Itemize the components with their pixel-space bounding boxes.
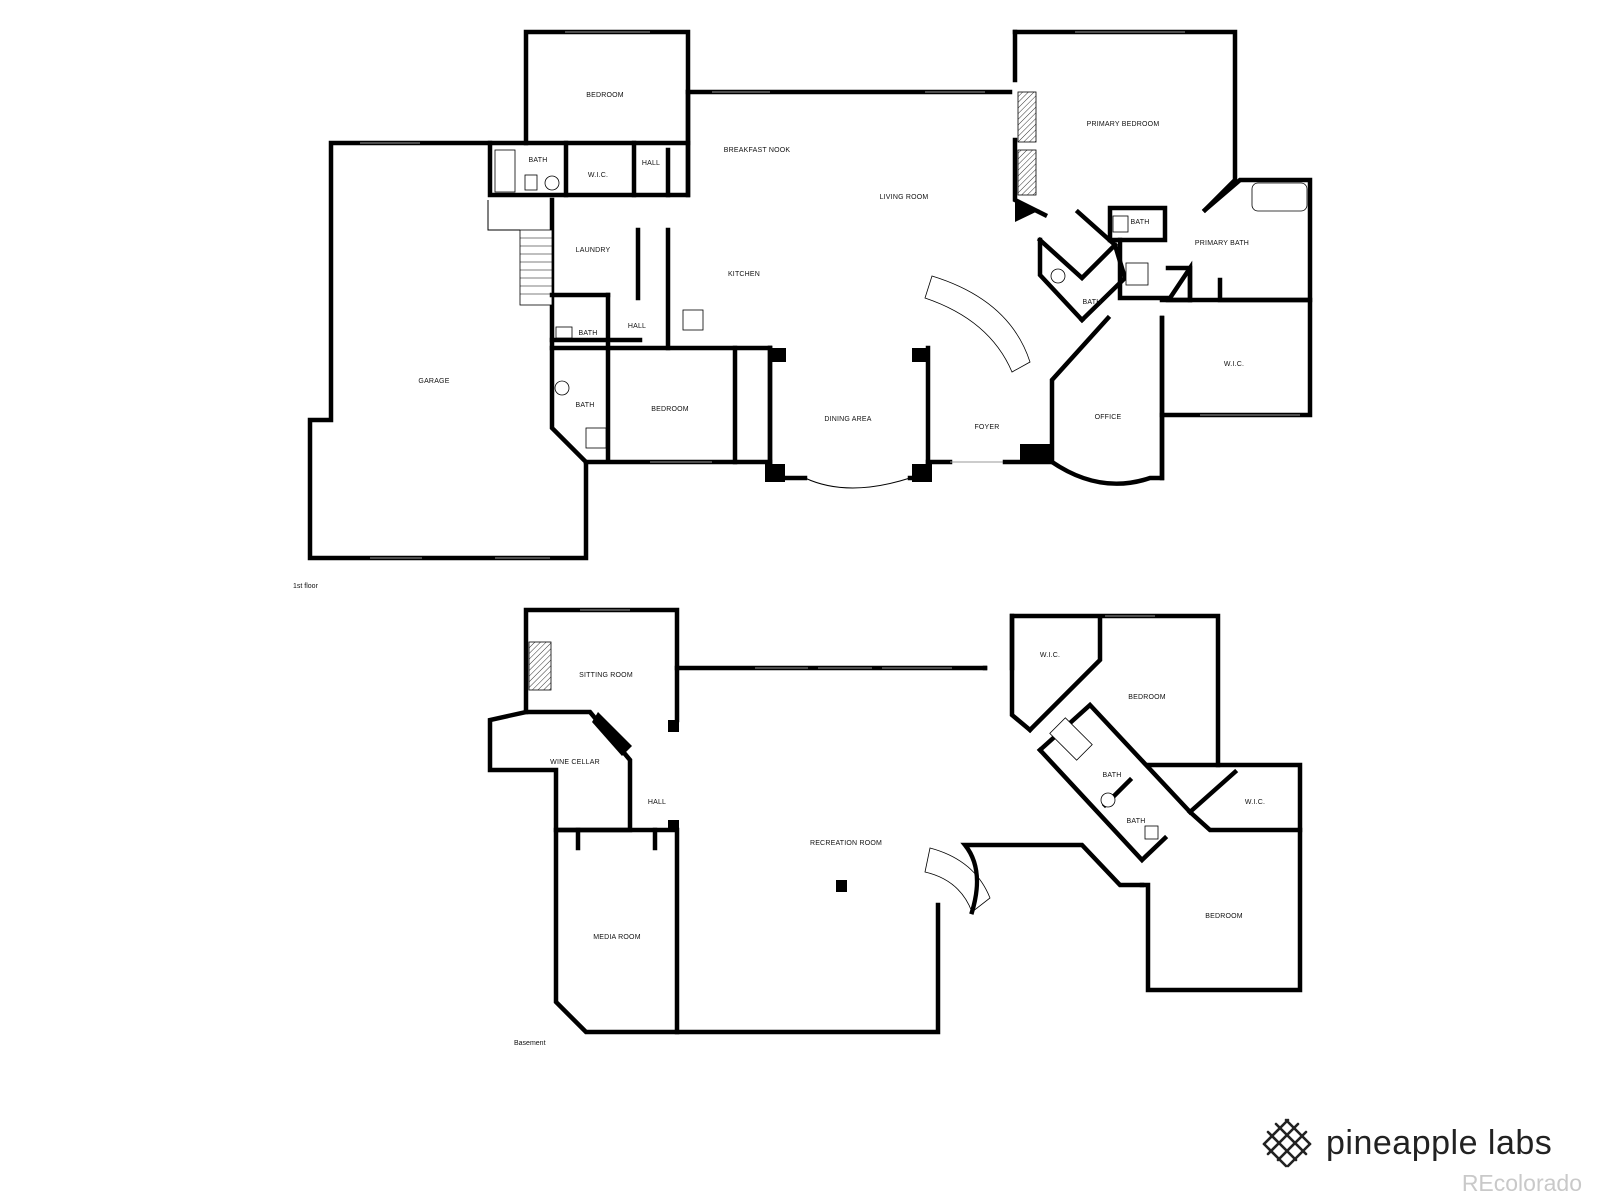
room-label-bedroom-2: BEDROOM: [651, 406, 689, 413]
room-label-recreation-room: RECREATION ROOM: [810, 840, 882, 847]
basement-room-labels: SITTING ROOM WINE CELLAR HALL RECREATION…: [550, 652, 1265, 941]
room-label-wic-3: W.I.C.: [1040, 652, 1060, 659]
room-label-breakfast-nook: BREAKFAST NOOK: [724, 147, 791, 154]
first-floor-room-labels: BEDROOM BATH W.I.C. HALL BREAKFAST NOOK …: [418, 92, 1249, 431]
room-label-laundry: LAUNDRY: [576, 247, 611, 254]
room-label-dining-area: DINING AREA: [824, 416, 871, 423]
room-label-bath-3: BATH: [1083, 299, 1102, 306]
room-label-media-room: MEDIA ROOM: [593, 934, 641, 941]
room-label-wic-2: W.I.C.: [1224, 361, 1244, 368]
room-label-bath-5: BATH: [576, 402, 595, 409]
first-floor-plan: 1st floor: [293, 29, 1313, 590]
floor-label-basement: Basement: [514, 1040, 546, 1047]
room-label-bath-4: BATH: [579, 330, 598, 337]
room-label-bath-6: BATH: [1103, 772, 1122, 779]
room-label-kitchen: KITCHEN: [728, 271, 760, 278]
room-label-sitting-room: SITTING ROOM: [579, 672, 633, 679]
room-label-foyer: FOYER: [974, 424, 999, 431]
room-label-bath-1: BATH: [529, 157, 548, 164]
room-label-living-room: LIVING ROOM: [880, 194, 929, 201]
basement-plan: Basement: [487, 607, 1303, 1047]
room-label-bath-7: BATH: [1127, 818, 1146, 825]
room-label-bedroom-1: BEDROOM: [586, 92, 624, 99]
room-label-hall-3: HALL: [648, 799, 666, 806]
room-label-wic-4: W.I.C.: [1245, 799, 1265, 806]
room-label-bedroom-4: BEDROOM: [1205, 913, 1243, 920]
room-label-bath-2: BATH: [1131, 219, 1150, 226]
room-label-bedroom-3: BEDROOM: [1128, 694, 1166, 701]
room-label-garage: GARAGE: [418, 378, 449, 385]
room-label-wine-cellar: WINE CELLAR: [550, 759, 600, 766]
room-label-hall-1: HALL: [642, 160, 660, 167]
floor-label-1st: 1st floor: [293, 583, 319, 590]
room-label-primary-bedroom: PRIMARY BEDROOM: [1087, 121, 1160, 128]
brand-name: pineapple labs: [1326, 1123, 1553, 1162]
pineapple-labs-brand: pineapple labs: [1262, 1118, 1552, 1168]
pineapple-labs-logo-icon: [1262, 1118, 1312, 1168]
room-label-primary-bath: PRIMARY BATH: [1195, 240, 1249, 247]
room-label-wic-1: W.I.C.: [588, 172, 608, 179]
room-label-hall-2: HALL: [628, 323, 646, 330]
room-label-office: OFFICE: [1095, 414, 1122, 421]
recolorado-watermark: REcolorado: [1461, 1170, 1582, 1196]
